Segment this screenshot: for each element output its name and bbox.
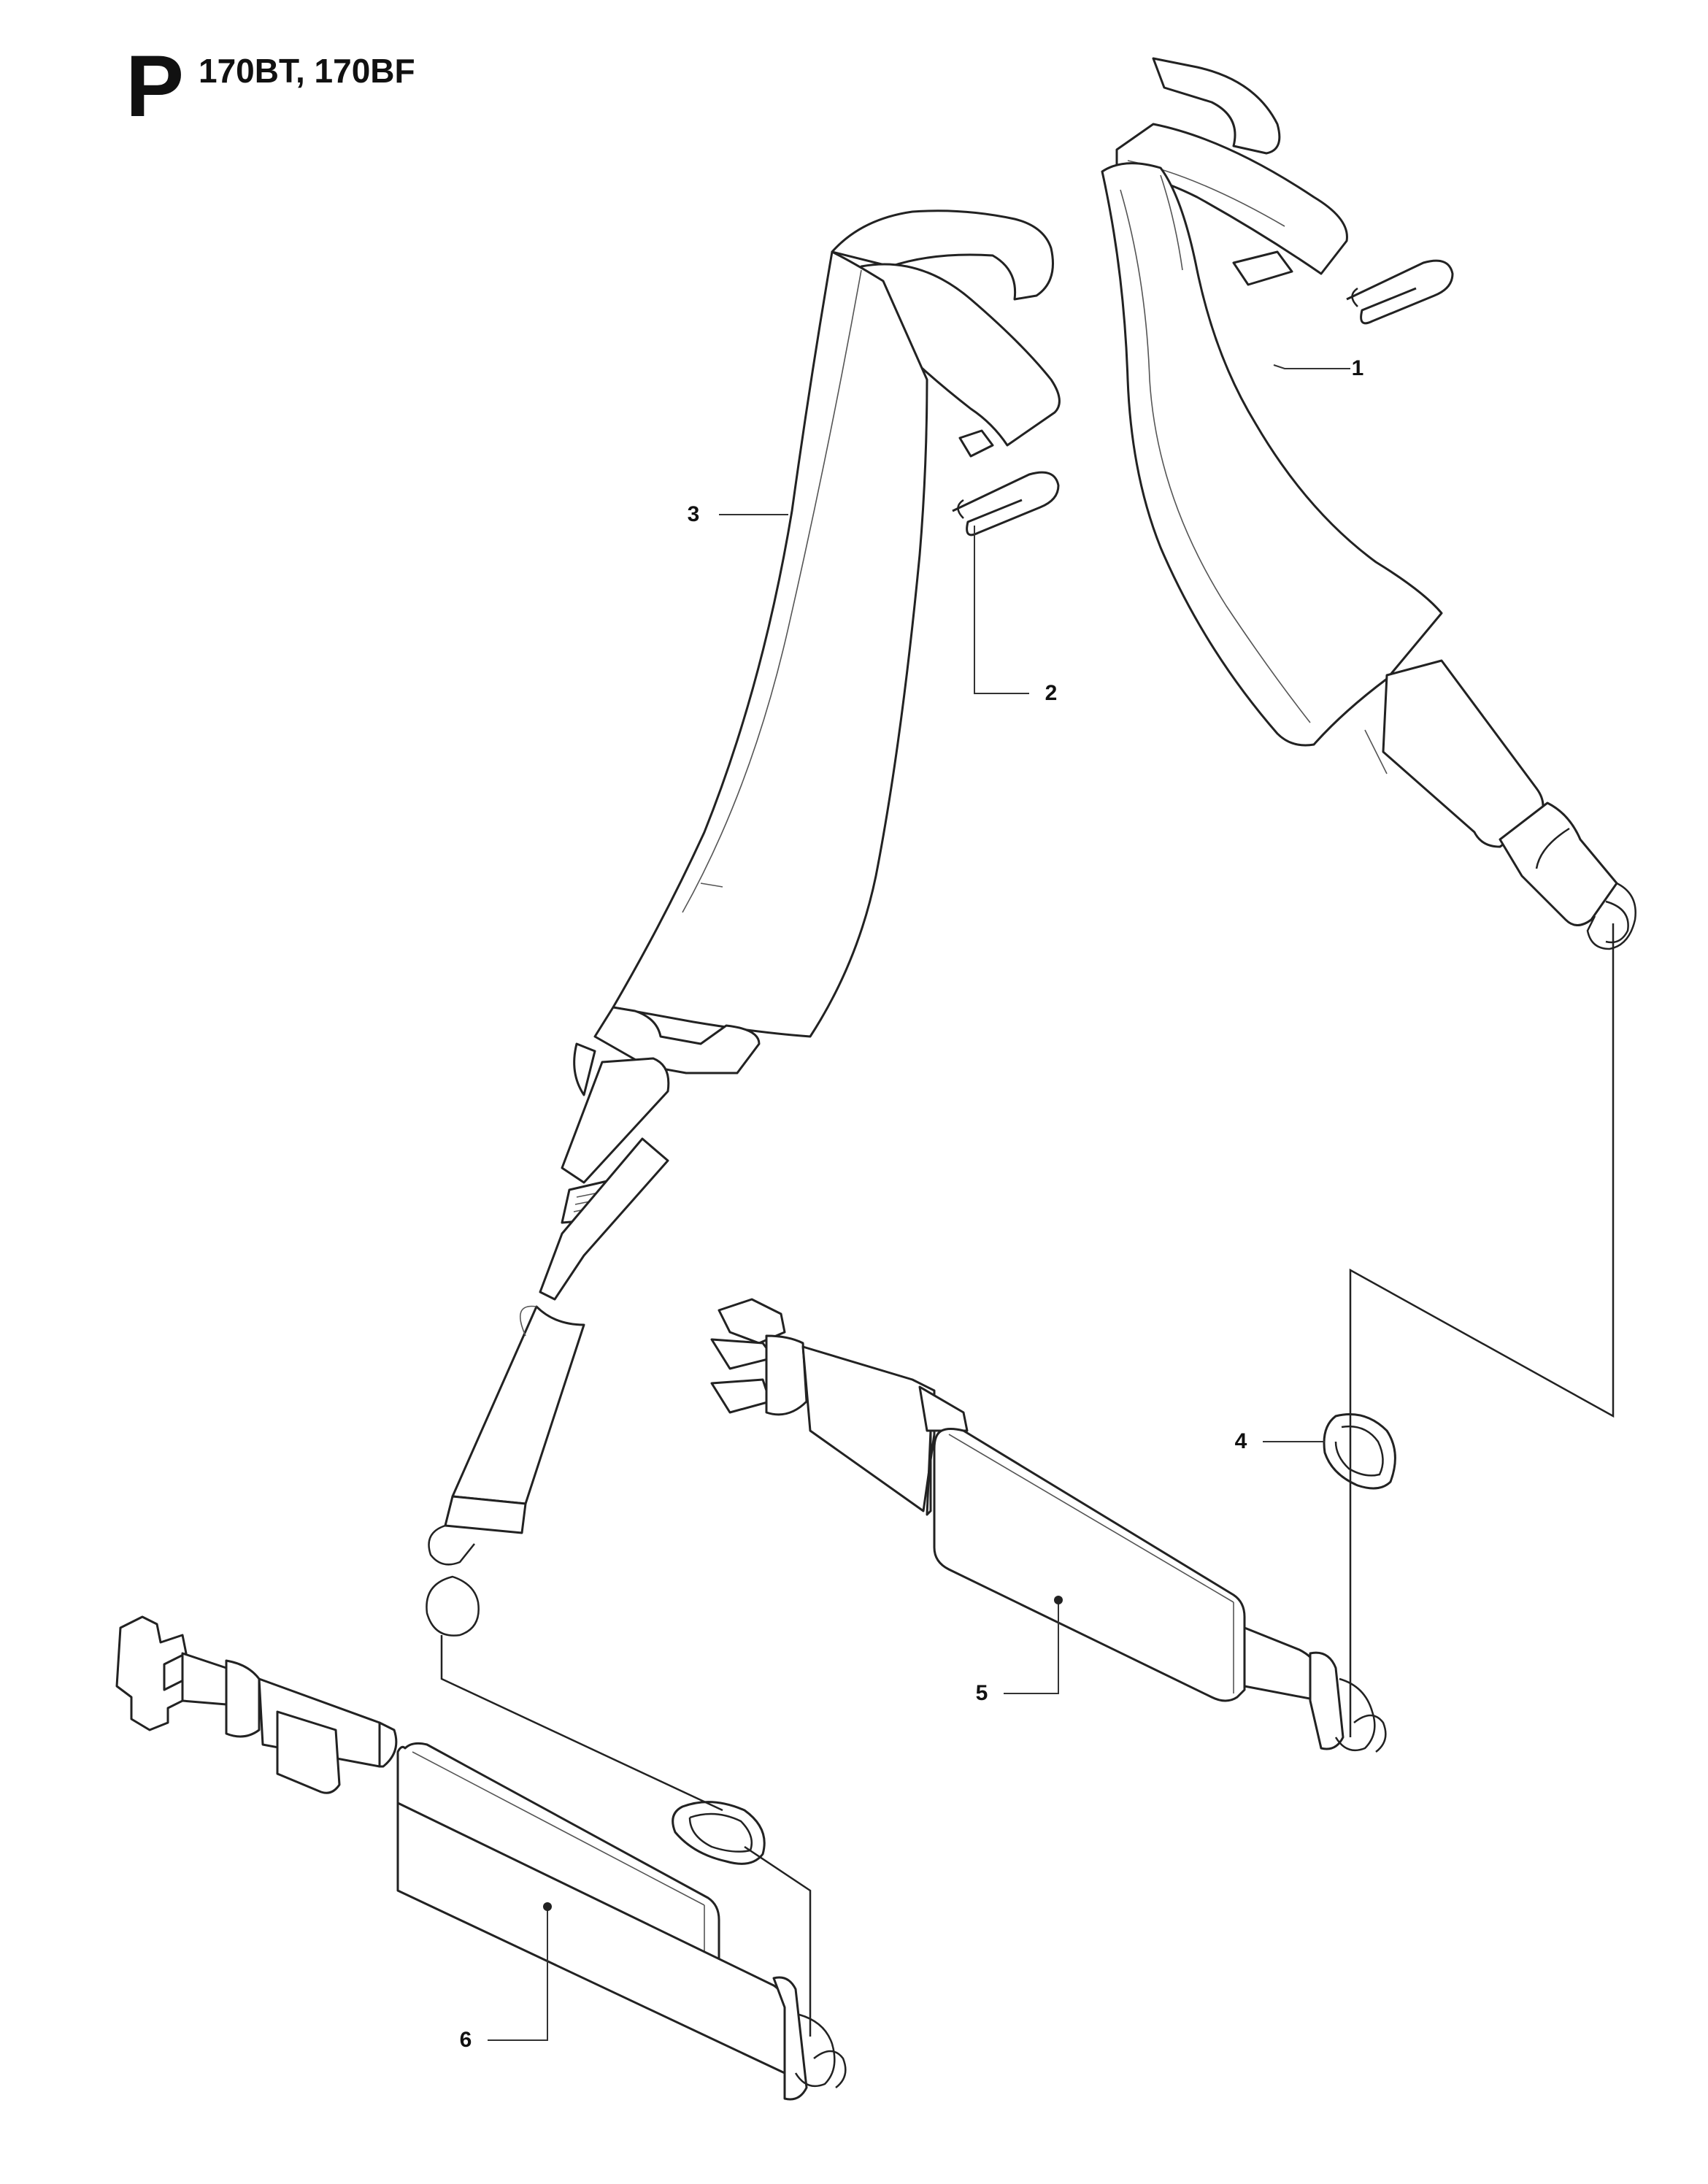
callout-3: 3	[687, 502, 700, 526]
left-shoulder-strap	[426, 209, 1061, 1637]
right-shoulder-strap	[1101, 57, 1636, 950]
callout-5: 5	[975, 1681, 988, 1705]
callout-2: 2	[1045, 681, 1058, 705]
connection-lines	[440, 923, 1615, 2037]
d-ring-left	[672, 1801, 766, 1865]
callout-6: 6	[459, 2028, 472, 2052]
left-hip-belt	[115, 1615, 847, 2101]
model-numbers: 170BT, 170BF	[199, 52, 415, 90]
callout-1: 1	[1351, 356, 1364, 380]
callout-4: 4	[1234, 1429, 1247, 1453]
section-letter: P	[126, 37, 185, 135]
s-hook-upper	[1346, 259, 1454, 325]
right-hip-belt	[710, 1298, 1387, 1753]
s-hook-lower	[952, 471, 1060, 537]
callout-leaders	[488, 364, 1350, 2041]
d-ring-right	[1323, 1413, 1396, 1490]
